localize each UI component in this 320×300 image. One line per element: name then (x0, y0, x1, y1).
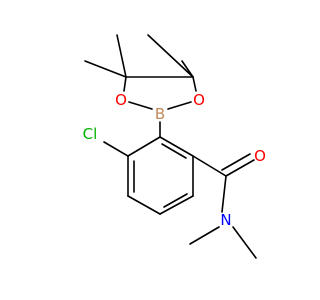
o-c-bond (192, 76, 197, 92)
ring-bond (159, 195, 194, 215)
methyl-bond (84, 60, 127, 78)
methyl-bond (181, 60, 194, 78)
b-o-bond (167, 101, 192, 110)
ring-double-bond (163, 193, 188, 208)
ring-bond (127, 195, 161, 215)
nitrogen-atom-label: N (220, 211, 231, 229)
molecule-diagram: Cl B O O O N (83, 34, 266, 259)
chlorine-atom-label: Cl (83, 125, 98, 143)
carbonyl-oxygen-atom-label: O (254, 147, 266, 165)
structure-canvas: Cl B O O O N (83, 34, 266, 259)
boron-atom-label: B (155, 105, 165, 123)
methyl-bond (116, 34, 127, 78)
c-n-bond (221, 175, 227, 213)
ring-double-bond (161, 143, 187, 159)
oxygen-left-atom-label: O (115, 91, 127, 109)
o-c-bond (123, 76, 127, 92)
ring-bond (127, 136, 161, 157)
methyl-bond (147, 34, 194, 78)
c-c-amide-bond (192, 155, 227, 177)
c-o-double-bond (225, 159, 255, 177)
c-cl-bond (103, 141, 129, 157)
c-o-double-bond (221, 153, 251, 171)
n-methyl-bond (189, 226, 220, 245)
n-methyl-bond (232, 226, 257, 259)
ring-bond (159, 136, 194, 157)
b-o-bond (128, 101, 153, 110)
benzene-ring (127, 136, 194, 215)
oxygen-right-atom-label: O (193, 91, 205, 109)
